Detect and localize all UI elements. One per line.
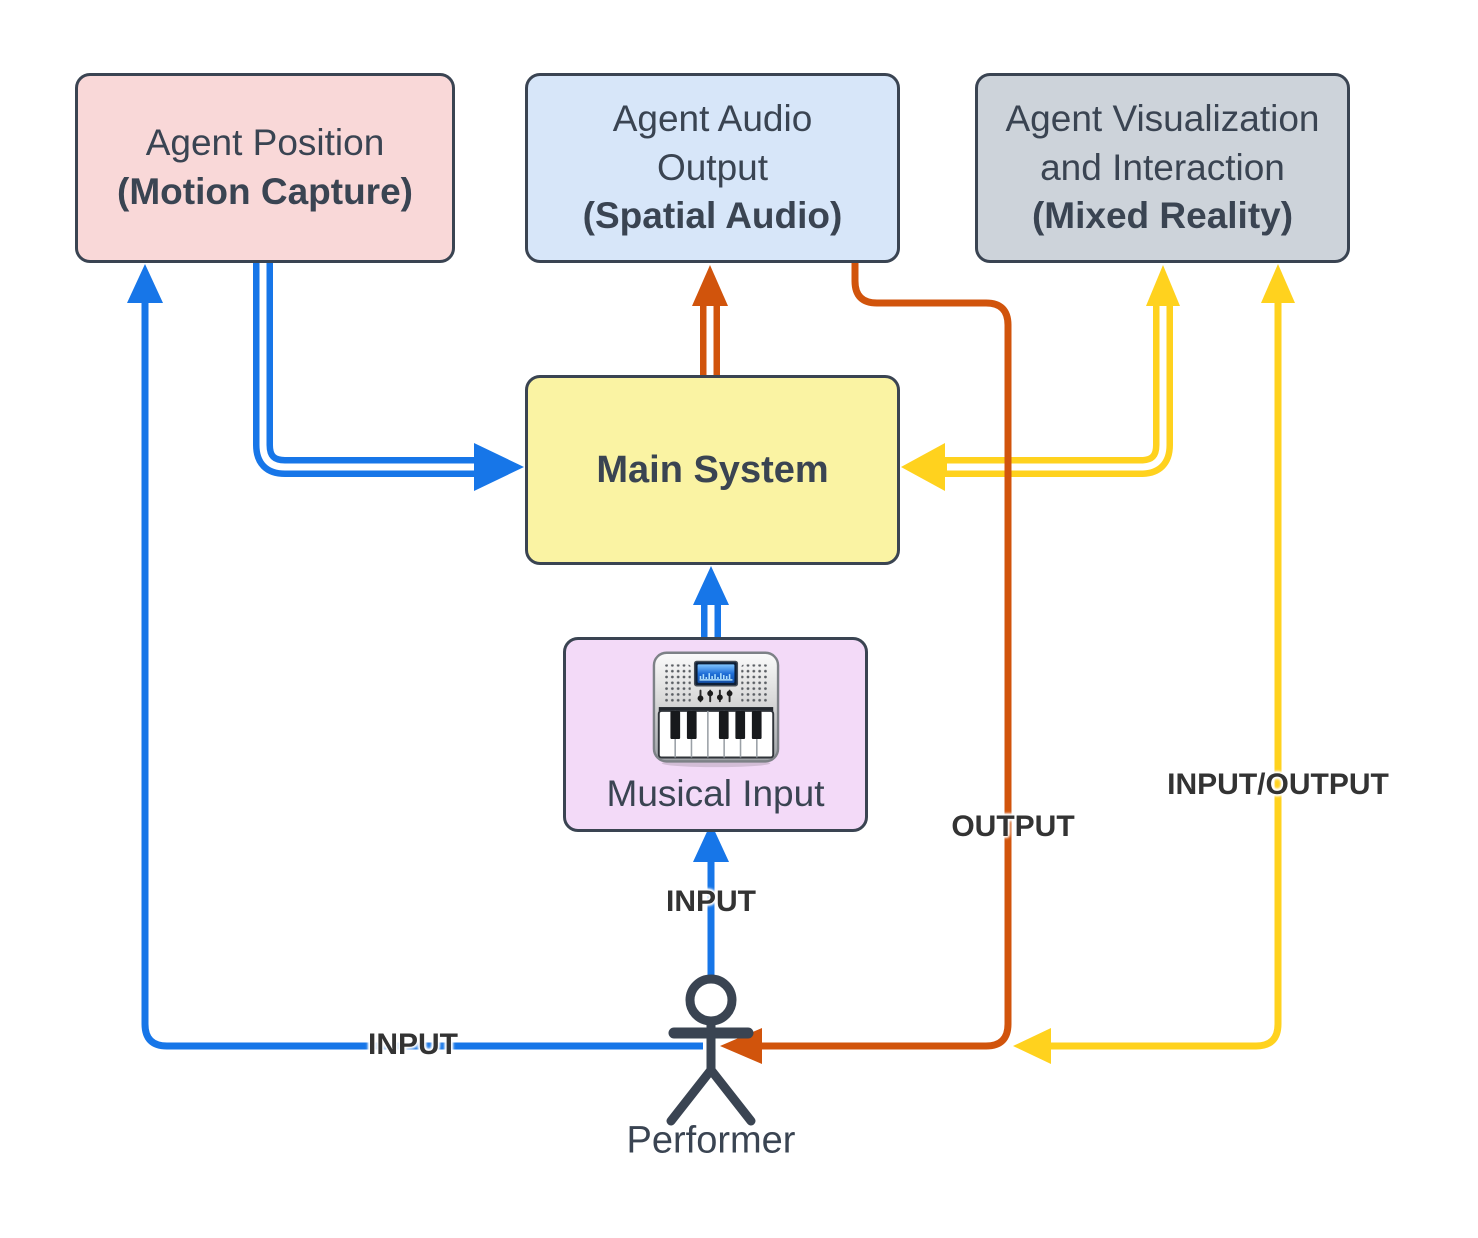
node-title: Agent Visualization and Interaction bbox=[1005, 97, 1320, 188]
node-musical-input: Musical Input bbox=[563, 637, 868, 832]
node-title: Agent Position bbox=[145, 122, 385, 164]
node-title: Agent Audio Output bbox=[612, 97, 813, 188]
edge-performer-to-musical bbox=[693, 823, 729, 977]
node-main-system: Main System bbox=[525, 375, 900, 565]
edge-label-input-musical: INPUT bbox=[666, 885, 756, 918]
edge-position-to-main bbox=[253, 263, 524, 491]
node-agent-position: Agent Position (Motion Capture) bbox=[75, 73, 455, 263]
edge-label-output: OUTPUT bbox=[951, 810, 1075, 843]
performer-label: Performer bbox=[626, 1119, 796, 1162]
edge-viz-performer-bidirectional bbox=[1013, 264, 1295, 1064]
node-subtitle: (Mixed Reality) bbox=[1031, 195, 1294, 237]
edge-main-to-audio bbox=[692, 265, 728, 375]
stick-figure-icon bbox=[666, 974, 756, 1126]
midi-keyboard-icon bbox=[652, 651, 779, 768]
edge-label-input-output: INPUT/OUTPUT bbox=[1167, 768, 1389, 801]
edge-performer-to-position bbox=[127, 264, 703, 1050]
node-subtitle: (Motion Capture) bbox=[117, 171, 413, 212]
edge-label-input-left: INPUT bbox=[368, 1028, 458, 1061]
node-agent-audio-output: Agent Audio Output (Spatial Audio) bbox=[525, 73, 900, 263]
node-title: Main System bbox=[596, 448, 829, 491]
node-title: Musical Input bbox=[606, 773, 825, 814]
edge-musical-to-main bbox=[693, 566, 729, 637]
edge-main-viz-bidirectional bbox=[901, 265, 1180, 491]
node-subtitle: (Spatial Audio) bbox=[582, 195, 843, 237]
node-agent-visualization: Agent Visualization and Interaction (Mix… bbox=[975, 73, 1350, 263]
